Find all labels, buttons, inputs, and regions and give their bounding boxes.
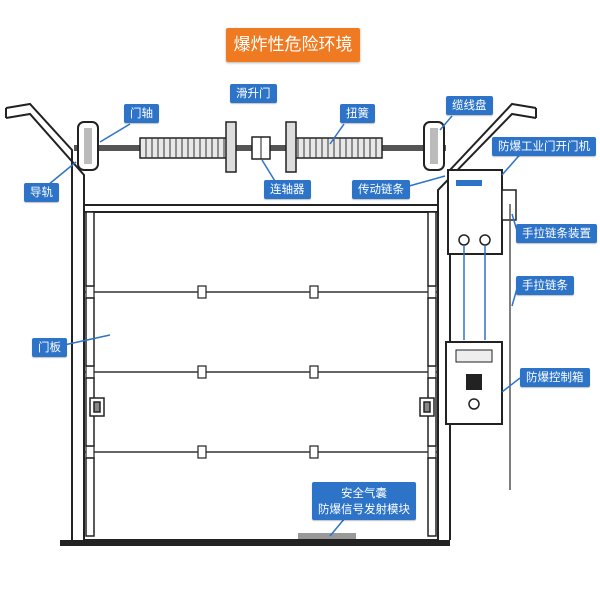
cable-drum-right — [423, 121, 445, 171]
label-door-opener: 防爆工业门开门机 — [492, 137, 596, 156]
airbag-strip — [298, 533, 356, 541]
label-hand-chain-device: 手拉链条装置 — [516, 224, 597, 243]
label-door-panel: 门板 — [32, 338, 67, 357]
door-opener-unit — [447, 169, 517, 340]
label-airbag-line2: 防爆信号发射模块 — [318, 502, 410, 516]
torsion-spring-left — [139, 137, 231, 159]
label-airbag-module: 安全气囊 防爆信号发射模块 — [312, 482, 416, 520]
cable-drum-left — [77, 121, 99, 171]
spring-brackets — [225, 121, 297, 173]
coupling — [251, 136, 271, 160]
diagram-title: 爆炸性危险环境 — [226, 28, 360, 62]
label-cable-drum: 缆线盘 — [446, 96, 493, 115]
torsion-spring-right — [291, 137, 383, 159]
guide-rail-left — [5, 102, 85, 540]
ground-line — [60, 540, 450, 546]
label-airbag-line1: 安全气囊 — [341, 486, 387, 500]
door-locks — [89, 397, 435, 417]
label-hand-chain: 手拉链条 — [516, 276, 574, 295]
door-hinges — [85, 285, 437, 459]
label-coupling: 连轴器 — [264, 180, 311, 199]
label-control-box: 防爆控制箱 — [520, 368, 590, 387]
label-door-shaft: 门轴 — [124, 104, 159, 123]
door-panels — [84, 291, 438, 453]
label-torsion-spring: 扭簧 — [340, 104, 375, 123]
label-slide-door: 滑升门 — [230, 84, 277, 103]
label-guide-rail: 导轨 — [24, 183, 59, 202]
control-box — [445, 341, 503, 425]
label-drive-chain: 传动链条 — [352, 180, 410, 199]
